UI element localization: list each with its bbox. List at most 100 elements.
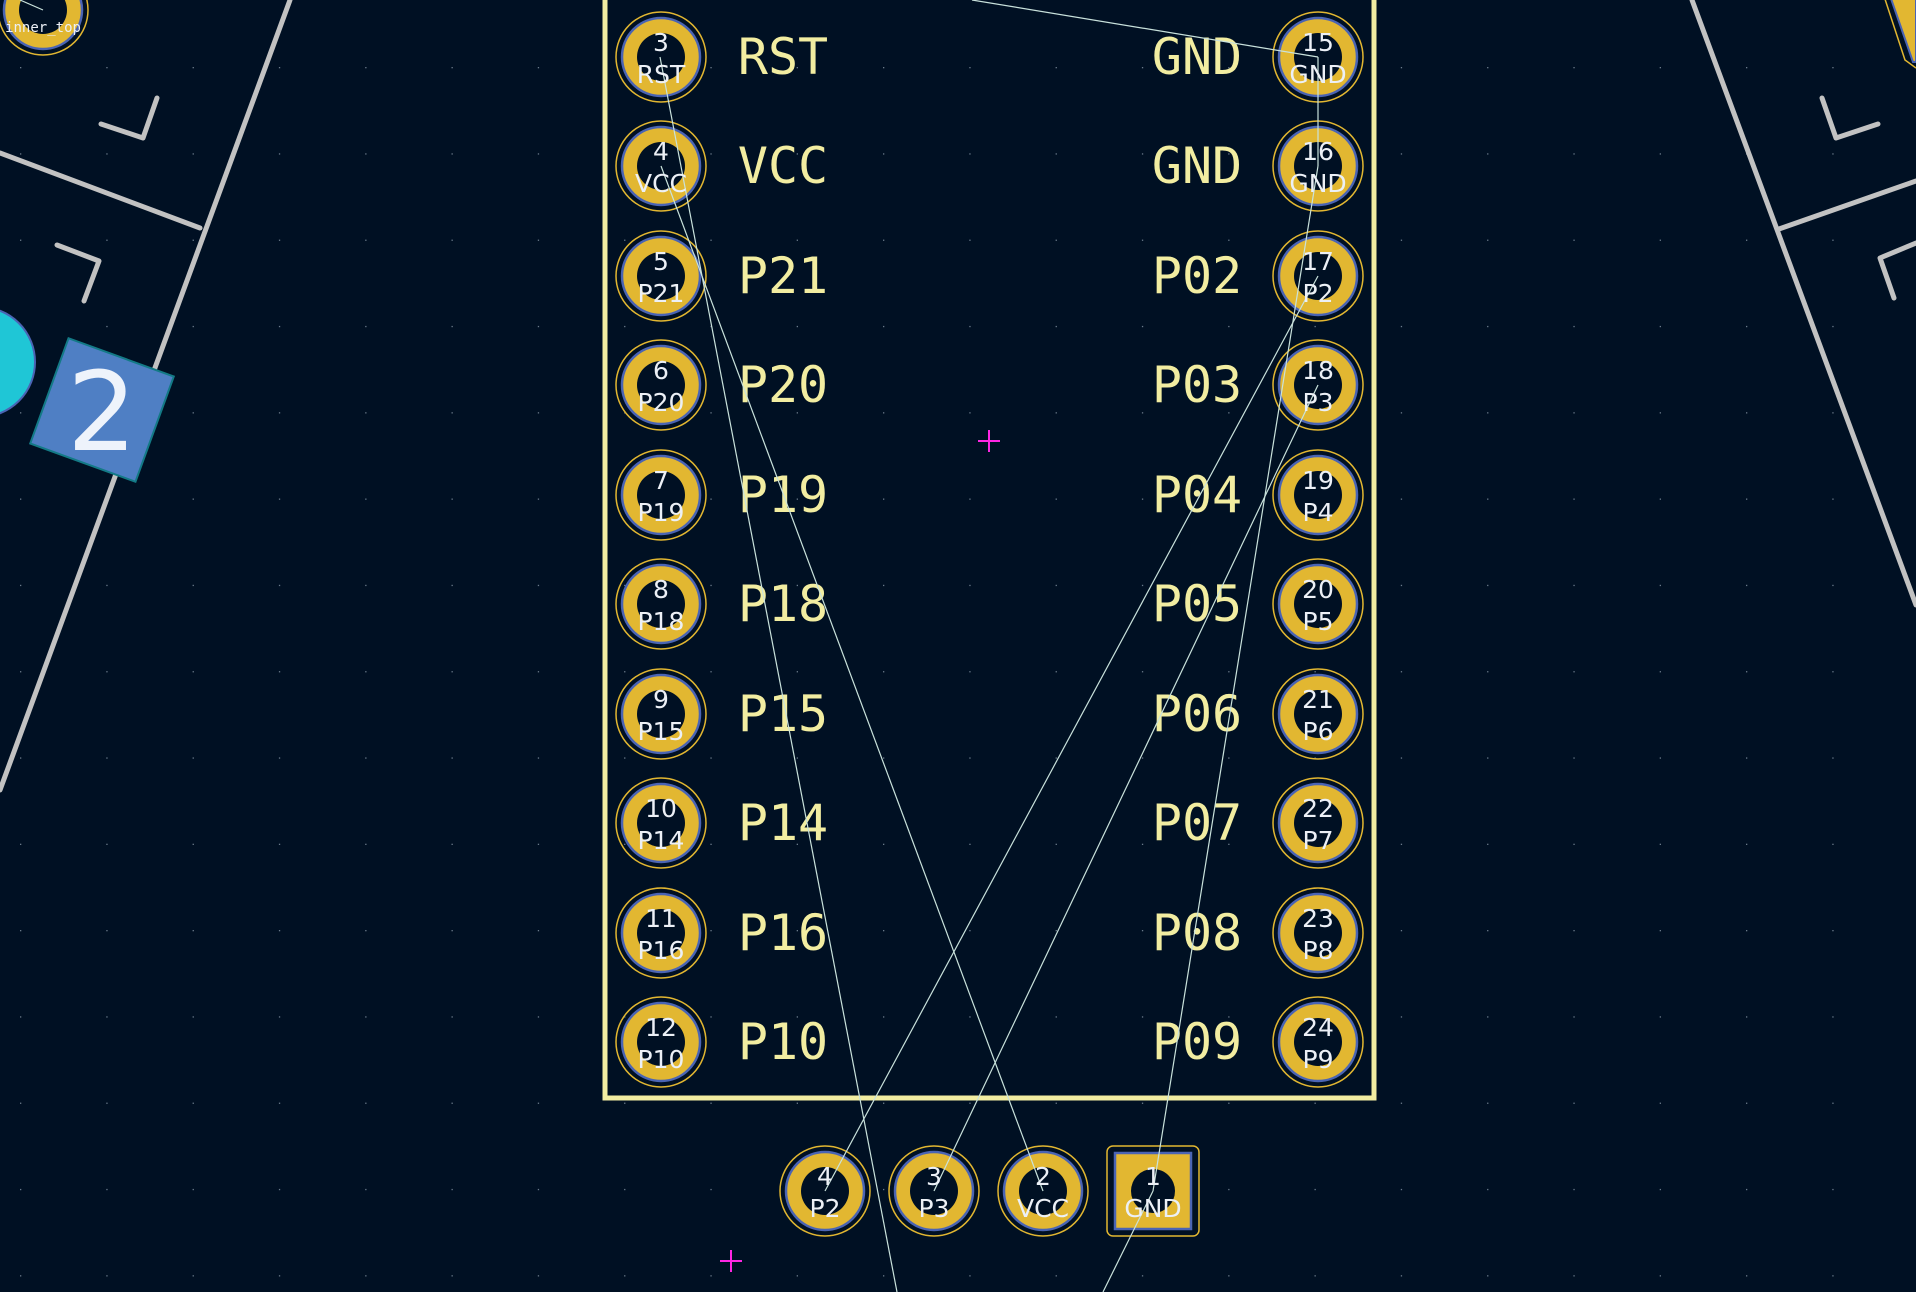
pad-number: 8 [653, 575, 669, 604]
grid-dot [624, 1016, 626, 1018]
pad-12[interactable] [615, 996, 707, 1088]
grid-dot [1832, 584, 1834, 587]
grid-dot [624, 325, 626, 328]
pin-label-p16: P16 [738, 904, 828, 962]
grid-dot [1228, 1275, 1230, 1277]
corner-pad[interactable] [0, 0, 89, 56]
pad-clearance-ring [0, 0, 89, 56]
reference-label: 2 [67, 348, 137, 476]
pad-drill-hole [637, 799, 685, 847]
grid-dot [192, 412, 194, 414]
reference-marker-box[interactable] [28, 336, 176, 484]
pad-7[interactable] [615, 449, 707, 541]
pad-9[interactable] [615, 668, 707, 760]
pad-clearance-ring [1272, 230, 1364, 322]
grid-dot [106, 1188, 108, 1191]
grid-dot [106, 843, 108, 845]
pad-23[interactable] [1272, 887, 1364, 979]
grid-dot [883, 1016, 885, 1018]
pad-22[interactable] [1272, 777, 1364, 869]
grid-dot [1832, 67, 1834, 69]
grid-dot [796, 757, 798, 759]
pad-24[interactable] [1272, 996, 1364, 1088]
pad-drill-hole [1294, 580, 1342, 628]
pad-10[interactable] [615, 777, 707, 869]
pad-6[interactable] [615, 339, 707, 431]
grid-dot [1573, 930, 1575, 932]
pad-clearance-ring [779, 1145, 871, 1237]
grid-dot [624, 1102, 626, 1104]
grid-dot [1228, 325, 1230, 328]
ratsnest-line [971, 0, 1319, 58]
grid-dot [1228, 1016, 1230, 1018]
cyan-pad-shape[interactable] [0, 307, 36, 417]
pin-label-vcc: VCC [738, 137, 828, 195]
grid-dot [192, 1188, 194, 1191]
pad-drill-hole [1294, 1018, 1342, 1066]
pad-net-name: P5 [1303, 607, 1334, 636]
pad-20[interactable] [1272, 558, 1364, 650]
grid-dot [796, 1016, 798, 1018]
grid-dot [365, 757, 367, 759]
pad-number: 15 [1302, 28, 1334, 57]
pad-19[interactable] [1272, 449, 1364, 541]
grid-dot [1314, 325, 1316, 328]
grid-dot [1141, 412, 1144, 414]
pad-net-name: GND [1124, 1194, 1181, 1223]
pad-net-name: GND [1289, 169, 1346, 198]
grid-dot [1228, 412, 1230, 414]
grid-dot [883, 930, 885, 932]
grid-dot [1487, 1188, 1489, 1191]
grid-dot [1573, 325, 1575, 328]
grid-dot [796, 671, 798, 673]
pin-label-p18: P18 [738, 575, 828, 633]
fab-outline-line [54, 242, 102, 304]
pad-8[interactable] [615, 558, 707, 650]
grid-dot [106, 1102, 108, 1104]
grid-dot [192, 1102, 194, 1104]
grid-dot [1141, 239, 1144, 241]
pad-11[interactable] [615, 887, 707, 979]
pad-net-name: P4 [1303, 498, 1334, 527]
pad-net-name: P19 [638, 498, 685, 527]
cyan-pad[interactable] [0, 307, 36, 417]
grid-dot [106, 153, 108, 155]
grid-dot [1314, 1102, 1316, 1104]
pad-net-name: P15 [638, 717, 685, 746]
pad-net-name: P2 [1303, 279, 1334, 308]
grid-dot [278, 930, 281, 932]
grid-dot [1228, 671, 1230, 673]
grid-dots [20, 67, 1834, 1277]
pad-5[interactable] [615, 230, 707, 322]
top-right-pad-partial[interactable] [1882, 0, 1916, 69]
grid-dot [106, 930, 108, 932]
ratsnest-layer [19, 0, 1319, 1292]
grid-dot [1314, 671, 1316, 673]
grid-dot [1487, 584, 1489, 587]
grid-dot [1141, 584, 1144, 587]
grid-dot [1400, 239, 1403, 241]
pad-net-name: P3 [919, 1194, 950, 1223]
reference-marker[interactable]: 2 [28, 336, 176, 484]
pad-3[interactable] [615, 11, 707, 103]
grid-dot [1314, 1188, 1316, 1191]
grid-dot [278, 843, 281, 845]
grid-dot [451, 1275, 453, 1277]
pin-label-p21: P21 [738, 247, 828, 305]
pad-clearance-ring [615, 449, 707, 541]
grid-dot [278, 325, 281, 328]
grid-dot [883, 1275, 885, 1277]
pin-label-rst: RST [738, 28, 828, 86]
ratsnest-line [824, 275, 1319, 1192]
pad-number: 9 [653, 685, 669, 714]
grid-dot [710, 1016, 712, 1018]
grid-dot [365, 930, 367, 932]
grid-dot [278, 239, 281, 241]
grid-dot [20, 1102, 22, 1104]
pad-21[interactable] [1272, 668, 1364, 760]
grid-dot [1573, 671, 1575, 673]
pad-net-name: P18 [638, 607, 685, 636]
grid-dot [1055, 325, 1057, 328]
grid-dot [969, 325, 971, 328]
